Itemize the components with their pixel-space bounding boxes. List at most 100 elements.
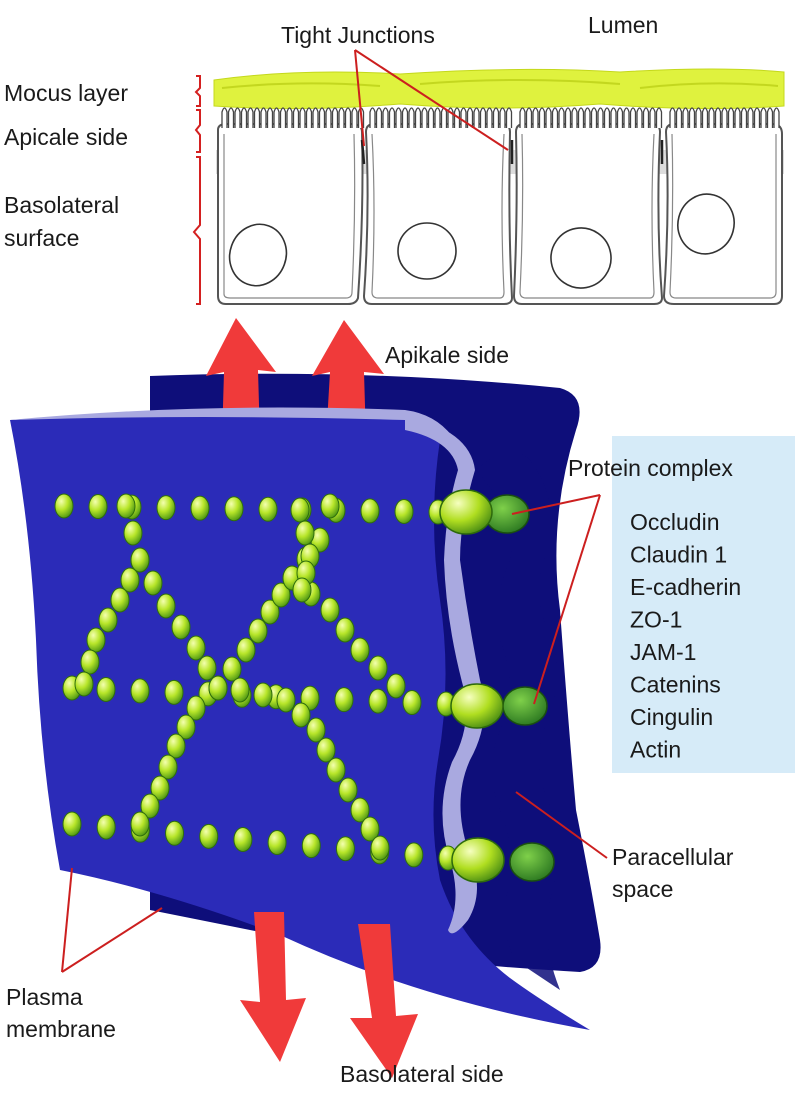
microvillus: [234, 107, 241, 128]
microvillus: [292, 107, 300, 128]
bead: [320, 597, 340, 623]
microvillus: [675, 107, 683, 128]
bead: [197, 655, 217, 681]
microvillus: [623, 107, 630, 128]
mucus-streaks: [221, 79, 779, 89]
label-tight-junctions: Tight Junctions: [281, 22, 435, 48]
basolateral-arrow-1: [240, 912, 306, 1062]
microvillus: [388, 107, 396, 128]
microvillus: [492, 107, 500, 128]
bead: [338, 777, 358, 803]
bead: [301, 833, 321, 859]
bead: [291, 702, 311, 728]
microvillus: [375, 107, 383, 128]
bead: [404, 842, 424, 868]
bead: [386, 673, 406, 699]
bead: [199, 823, 219, 849]
microvillus: [299, 107, 306, 128]
bead: [326, 757, 346, 783]
bead: [295, 520, 315, 546]
microvillus: [440, 107, 448, 128]
protein-list-item: Actin: [630, 737, 681, 763]
bead: [276, 687, 296, 713]
microvillus: [325, 107, 332, 128]
bead: [74, 671, 94, 697]
microvillus: [695, 107, 702, 128]
bead: [258, 496, 278, 522]
bead: [271, 582, 291, 608]
protein-list-panel: [612, 436, 795, 773]
label-apikale-side: Apikale side: [385, 342, 509, 368]
bead: [156, 593, 176, 619]
protein-list-item: JAM-1: [630, 639, 696, 665]
microvillus: [473, 107, 480, 128]
microvillus: [558, 107, 565, 128]
leader-lines: [61, 494, 608, 973]
microvillus: [221, 107, 228, 128]
microvillus: [551, 107, 559, 128]
bead: [260, 599, 280, 625]
bead: [96, 676, 116, 702]
microvillus: [649, 107, 656, 128]
microvillus: [344, 107, 352, 128]
protein-complexes: [439, 489, 555, 883]
microvillus: [740, 107, 748, 128]
microvillus: [714, 107, 722, 128]
microvillus: [331, 107, 339, 128]
microvillus: [279, 107, 287, 128]
bead: [164, 679, 184, 705]
nucleus-3: [550, 227, 612, 289]
microvillus: [773, 107, 780, 128]
bead: [402, 690, 422, 716]
bead: [253, 682, 273, 708]
microvillus: [369, 107, 376, 128]
microvillus: [571, 107, 578, 128]
nucleus-4: [677, 193, 735, 255]
protein-strands: [54, 493, 458, 871]
bead: [186, 635, 206, 661]
microvillus: [701, 107, 709, 128]
bead: [360, 816, 380, 842]
bead: [130, 811, 150, 837]
bead: [166, 733, 186, 759]
bead: [334, 687, 354, 713]
bead: [222, 656, 242, 682]
labels: Tight Junctions Lumen Mocus layer Apical…: [4, 12, 741, 1087]
microvillus: [273, 107, 280, 128]
microvillus: [505, 107, 513, 128]
microvillus: [642, 107, 650, 128]
bead: [360, 498, 380, 524]
protein-complex-3: [451, 837, 555, 883]
microvillus: [401, 107, 409, 128]
label-plasma-2: membrane: [6, 1016, 116, 1042]
microvillus: [479, 107, 487, 128]
microvillus: [753, 107, 761, 128]
microvillus: [247, 107, 254, 128]
leader-plasma-1: [61, 867, 73, 973]
leader-protein-complex-1: [511, 494, 601, 515]
microvillus: [312, 107, 319, 128]
microvillus: [590, 107, 598, 128]
microvillus: [760, 107, 767, 128]
microvillus: [610, 107, 617, 128]
microvillus: [532, 107, 539, 128]
bead: [143, 570, 163, 596]
bead: [150, 775, 170, 801]
layer-brackets: [192, 75, 201, 305]
bead: [130, 547, 150, 573]
membrane-model: [10, 318, 601, 1078]
microvillus: [382, 107, 389, 128]
bead: [158, 754, 178, 780]
microvillus: [338, 107, 345, 128]
microvillus: [597, 107, 604, 128]
bead: [335, 617, 355, 643]
microvillus: [766, 107, 774, 128]
microvillus: [538, 107, 546, 128]
microvillus: [636, 107, 643, 128]
microvillus: [414, 107, 422, 128]
bead: [248, 618, 268, 644]
bead: [236, 637, 256, 663]
label-basolateral-surface-1: Basolateral: [4, 192, 119, 218]
label-basolateral-surface-2: surface: [4, 225, 79, 251]
bead: [306, 717, 326, 743]
